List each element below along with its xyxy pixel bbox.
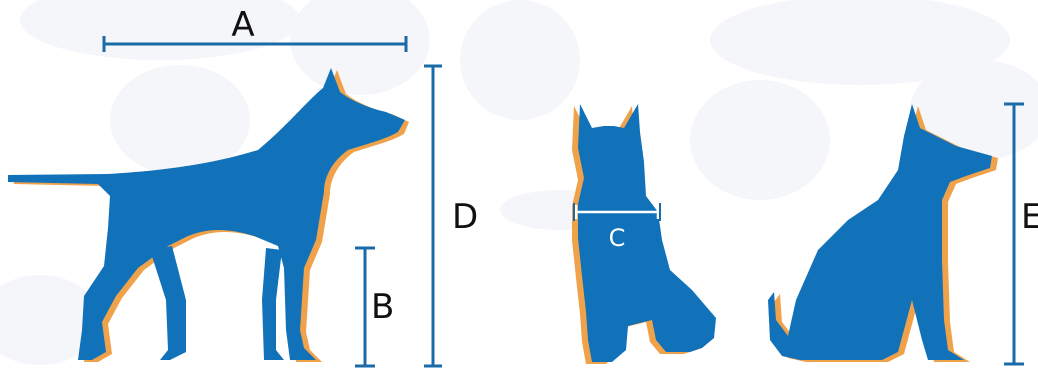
sitting-front-dog-figure [572,104,716,364]
measure-c-caps [573,203,661,221]
label-a: A [231,5,254,45]
sitting-side-dog-body [768,104,992,360]
standing-dog-figure [8,68,409,362]
measure-a [102,36,408,52]
sitting-front-dog-body [578,104,716,362]
standing-dog-rear-leg [150,246,186,360]
label-b: B [371,287,394,327]
measure-b [355,246,375,368]
standing-dog-front-leg [262,248,284,360]
label-c: C [609,224,626,252]
measure-e [1004,102,1024,366]
measure-c [574,205,660,219]
measure-d [424,64,442,368]
sitting-side-dog-figure [768,104,998,362]
label-e: E [1021,197,1038,237]
label-d: D [452,197,478,237]
standing-dog-body [8,68,405,360]
